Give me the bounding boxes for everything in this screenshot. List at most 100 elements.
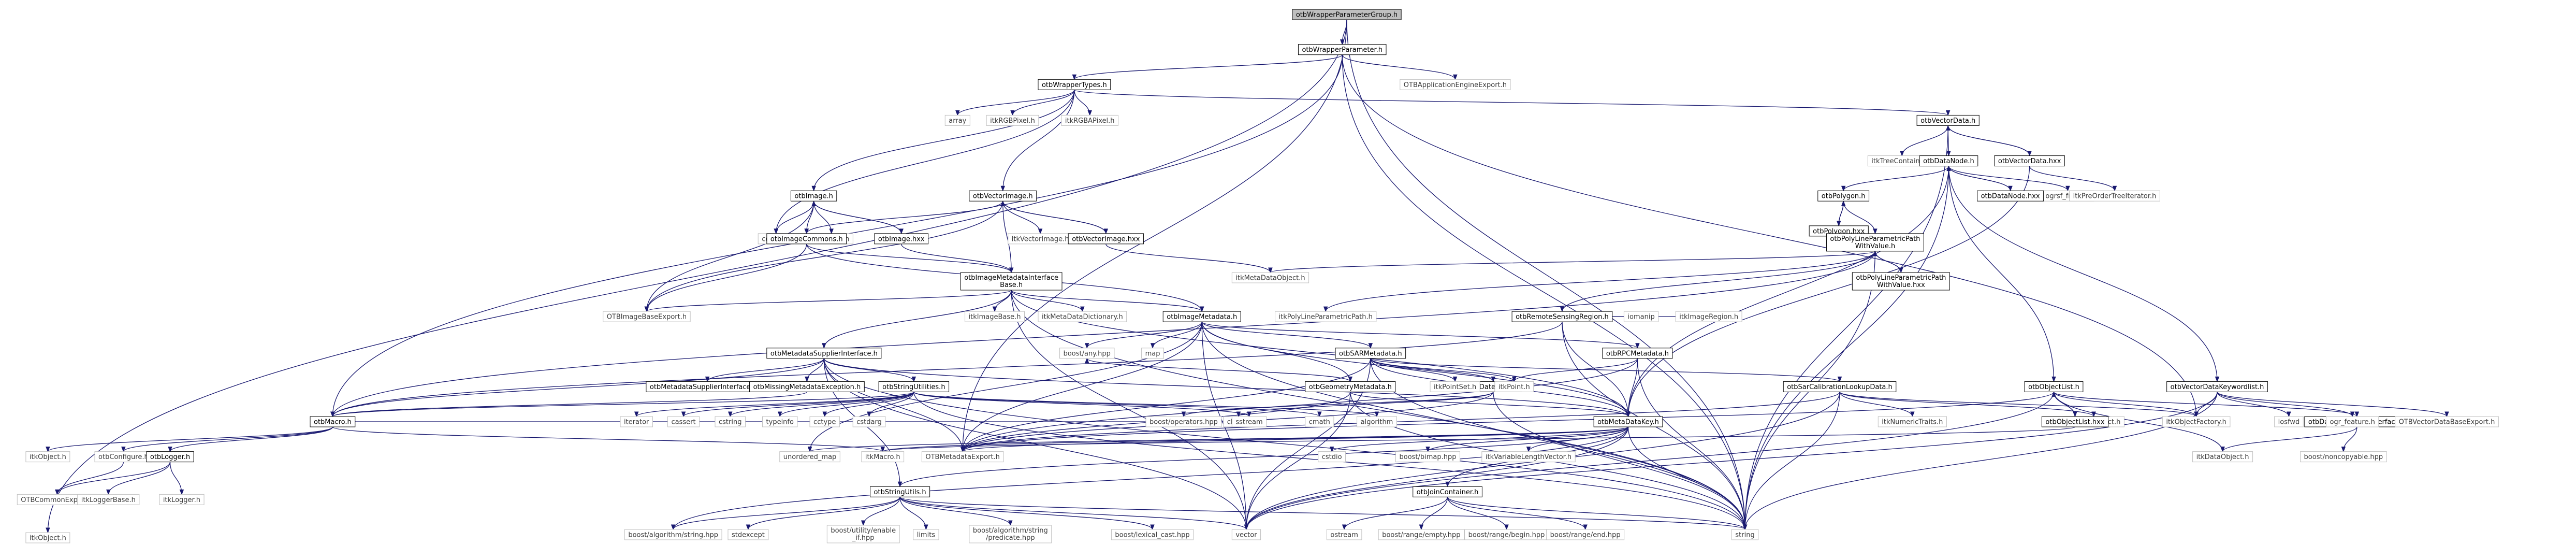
node-otbjson[interactable]: otbJoinContainer.h <box>1413 486 1482 497</box>
node-box <box>1305 381 1396 392</box>
edge-arrowhead <box>822 411 827 418</box>
edge-otbjson-to-ostream <box>1344 497 1448 530</box>
node-wparam[interactable]: otbWrapperParameter.h <box>1298 44 1387 55</box>
node-datanode[interactable]: otbDataNode.h <box>1919 155 1978 167</box>
node-vectordatahxx[interactable]: otbVectorData.hxx <box>1994 155 2065 167</box>
edge-arrowhead <box>2444 411 2449 418</box>
edge-sarmetadata-to-sarcalib <box>1370 358 1840 382</box>
edge-objectlisthxx-to-itkmacro <box>882 426 2076 452</box>
edge-imgmetadata-to-boostany <box>1086 321 1202 349</box>
edge-otbmdkey-to-otbstringutilsh <box>899 426 1629 487</box>
edge-datanode-to-otbpolygon <box>1843 166 1949 191</box>
node-imgmetadata[interactable]: otbImageMetadata.h <box>1162 311 1241 322</box>
node-vecimagehxx[interactable]: otbVectorImage.hxx <box>1068 233 1144 245</box>
edge-rpcmetadata-to-otbmdexp <box>962 358 1638 452</box>
edge-arrowhead <box>121 447 126 453</box>
node-otbstringutils[interactable]: otbStringUtilities.h <box>878 381 950 392</box>
node-boostops: boost/operators.hpp <box>1145 416 1222 427</box>
node-label: itkVariableLengthVector.h <box>1486 453 1571 461</box>
node-label: OTBCommonExport.h <box>21 496 93 504</box>
node-geomodelmd[interactable]: otbGeometryMetadata.h <box>1305 381 1396 392</box>
node-boostany: boost/any.hpp <box>1059 348 1115 359</box>
node-box <box>874 233 929 245</box>
node-otbmdkey[interactable]: otbMetaDataKey.h <box>1593 416 1663 427</box>
node-otbimage[interactable]: otbImage.h <box>790 190 837 202</box>
edge-vdkeywordlist-to-iosfwd <box>2217 392 2290 417</box>
node-sarmetadata[interactable]: otbSARMetadata.h <box>1335 348 1406 359</box>
node-label: otbVectorDataKeywordlist.h <box>2171 383 2264 391</box>
node-boostpred: boost/algorithm/string/predicate.hpp <box>969 525 1052 543</box>
node-root[interactable]: otbWrapperParameterGroup.h <box>1292 9 1402 20</box>
node-box <box>1318 451 1346 463</box>
node-label: otbVectorImage.hxx <box>1072 235 1140 243</box>
node-algorithm: algorithm <box>1357 416 1397 427</box>
node-label: otbJoinContainer.h <box>1417 489 1479 496</box>
node-label: otbWrapperTypes.h <box>1042 81 1107 89</box>
node-itkrgbpixel: itkRGBPixel.h <box>986 114 1039 126</box>
node-otbpolygon[interactable]: otbPolygon.h <box>1817 190 1870 202</box>
node-itkvecimage: itkVectorImage.h <box>1008 233 1073 245</box>
edge-rpcmetadata-to-string <box>1637 358 1745 529</box>
node-otbvecimage[interactable]: otbVectorImage.h <box>969 190 1037 202</box>
edge-wtypes-to-itkrgbpixel <box>1012 90 1075 116</box>
node-label: itkImageBase.h <box>969 313 1021 321</box>
edge-arrowhead <box>911 376 916 382</box>
node-sarcalib[interactable]: otbSarCalibrationLookupData.h <box>1783 381 1897 392</box>
node-otbconfigure: otbConfigure.h <box>94 451 153 463</box>
edge-sarcalib-to-string <box>1744 392 1840 529</box>
node-box <box>1162 311 1241 322</box>
node-otbmacro[interactable]: otbMacro.h <box>310 416 356 427</box>
node-datanodehxx[interactable]: otbDataNode.hxx <box>1977 190 2044 202</box>
node-objectlist[interactable]: otbObjectList.h <box>2024 381 2084 392</box>
node-imagehxx[interactable]: otbImage.hxx <box>874 233 929 245</box>
edge-arrowhead <box>1900 151 1904 156</box>
node-label: OTBImageBaseExport.h <box>607 313 687 321</box>
edge-otbmdkey-to-boostbimap <box>1427 426 1629 452</box>
node-boostenable: boost/utility/enable_if.hpp <box>826 525 900 543</box>
edge-otbstringutilsh-to-boostpred <box>899 497 1011 526</box>
node-label: limits <box>917 531 936 539</box>
edge-arrowhead <box>46 447 50 453</box>
node-label: iomanip <box>1627 313 1654 321</box>
node-box <box>2395 416 2499 427</box>
edge-polyline-to-remotesensing <box>1562 251 1876 312</box>
node-map: map <box>1141 348 1165 359</box>
node-label: otbRemoteSensingRegion.h <box>1516 313 1609 321</box>
node-mdsupplier[interactable]: otbMetadataSupplierInterface.h <box>766 348 882 359</box>
node-remotesensing[interactable]: otbRemoteSensingRegion.h <box>1511 311 1613 322</box>
node-vectordata[interactable]: otbVectorData.h <box>1916 114 1980 126</box>
edge-rpcmetadata-to-itkpoint <box>1513 358 1638 382</box>
node-itkmetaobj: itkMetaDataObject.h <box>1231 272 1309 283</box>
edge-arrowhead <box>55 489 60 495</box>
node-box <box>1059 348 1115 359</box>
node-box <box>969 525 1052 543</box>
edge-arrowhead <box>1150 524 1155 530</box>
edge-otblogger-to-otbcommonexp <box>56 462 171 495</box>
edge-objectlist-to-itkobjfactory <box>2053 392 2197 417</box>
node-iosfwd: iosfwd <box>2274 416 2304 427</box>
node-itkpoint: itkPoint.h <box>1494 381 1534 392</box>
node-rpcmetadata[interactable]: otbRPCMetadata.h <box>1602 348 1673 359</box>
edge-otbstringutilsh-to-vector <box>899 496 1247 530</box>
node-label: otbStringUtils.h <box>874 489 926 496</box>
node-box <box>766 348 882 359</box>
node-otblogger[interactable]: otbLogger.h <box>146 451 194 463</box>
node-otbstringutilsh[interactable]: otbStringUtils.h <box>870 486 930 497</box>
node-imagecommons[interactable]: otbImageCommons.h <box>766 233 847 245</box>
node-box <box>779 451 840 463</box>
node-vdkeywordlist[interactable]: otbVectorDataKeywordlist.h <box>2166 381 2268 392</box>
edge-arrowhead <box>2215 376 2220 382</box>
node-wtypes[interactable]: otbWrapperTypes.h <box>1038 79 1111 90</box>
edge-geomodelmd-to-boostany <box>1086 358 1351 382</box>
edge-arrowhead <box>1244 524 1249 530</box>
node-label: boost/range/end.hpp <box>1550 531 1621 539</box>
node-label: itkRGBPixel.h <box>990 117 1035 125</box>
node-objectlisthxx[interactable]: otbObjectList.hxx <box>2041 416 2109 427</box>
node-label: cctype <box>813 419 836 426</box>
edge-otbstringutilsh-to-stdexcept <box>748 497 900 530</box>
edge-otbjson-to-boostbegin <box>1447 497 1507 530</box>
node-missingmd[interactable]: otbMissingMetadataException.h <box>749 381 865 392</box>
